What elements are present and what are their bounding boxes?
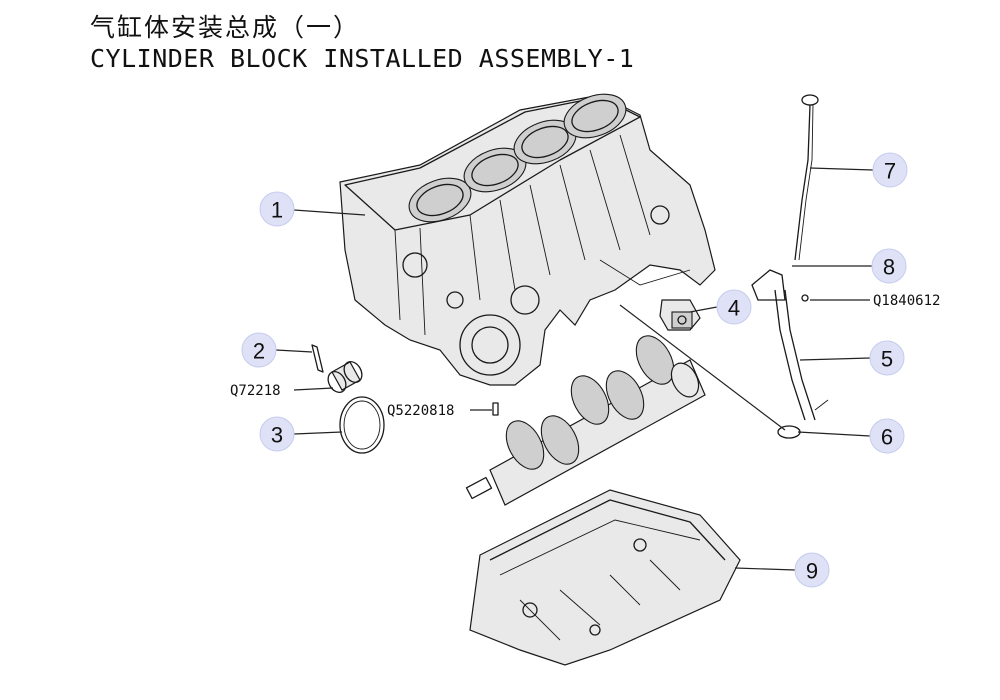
part-code-q5220818: Q5220818 <box>387 403 454 419</box>
callout-2-number: 2 <box>253 339 265 364</box>
callout-1: 1 <box>259 191 295 227</box>
dowel-pin-drawing <box>492 402 499 416</box>
callout-7: 7 <box>872 152 908 188</box>
sensor-drawing <box>659 299 701 331</box>
callout-6: 6 <box>869 418 905 454</box>
callout-8-number: 8 <box>883 255 895 280</box>
diagram-title-english: CYLINDER BLOCK INSTALLED ASSEMBLY-1 <box>90 44 635 73</box>
callout-7-number: 7 <box>884 159 896 184</box>
dipstick-drawing <box>794 94 819 261</box>
part-code-q1840612: Q1840612 <box>873 293 940 309</box>
callout-5-number: 5 <box>881 347 893 372</box>
callout-8: 8 <box>871 248 907 284</box>
ring-gasket-drawing <box>339 396 385 454</box>
callout-4-number: 4 <box>728 296 740 321</box>
callout-9-number: 9 <box>806 559 818 584</box>
part-code-q72218: Q72218 <box>230 383 281 399</box>
callout-9: 9 <box>794 552 830 588</box>
callout-4: 4 <box>716 289 752 325</box>
sleeve-and-pin-drawing <box>311 344 363 393</box>
diagram-title-chinese: 气缸体安装总成（一） <box>90 13 361 42</box>
cylinder-block-drawing <box>339 93 716 386</box>
oil-pan-drawing <box>469 489 741 666</box>
callout-1-number: 1 <box>271 198 283 223</box>
callout-5: 5 <box>869 340 905 376</box>
leader-lines <box>275 167 874 571</box>
callout-3: 3 <box>259 416 295 452</box>
callout-3-number: 3 <box>271 423 283 448</box>
callout-6-number: 6 <box>881 425 893 450</box>
dipstick-tube-drawing <box>751 269 829 421</box>
callout-2: 2 <box>241 332 277 368</box>
crankshaft-drawing <box>465 335 706 506</box>
